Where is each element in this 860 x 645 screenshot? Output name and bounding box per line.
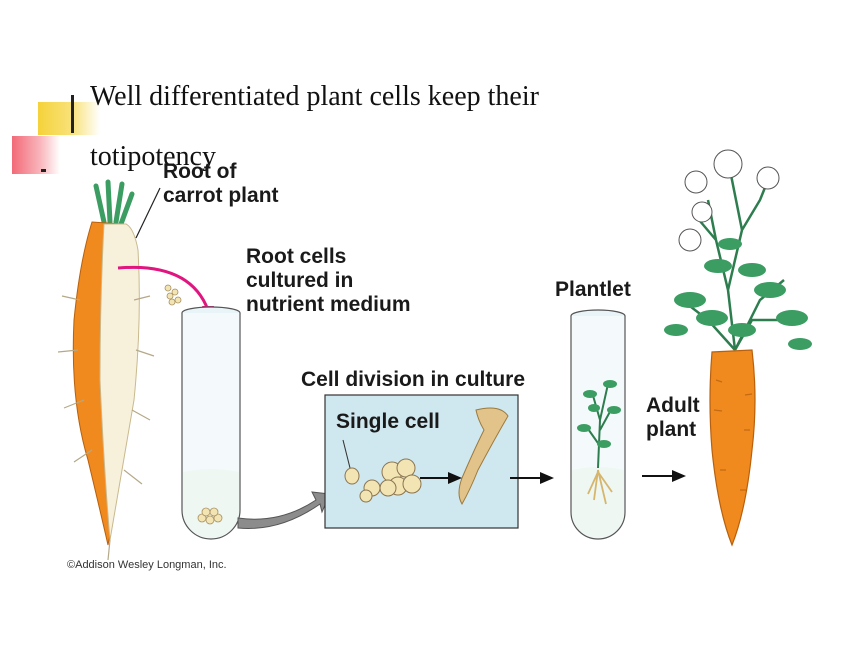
test-tube-plantlet xyxy=(570,309,626,540)
label-adult-line1: Adult xyxy=(646,394,700,417)
bullet-decoration-yellow xyxy=(38,102,100,135)
label-root-line1: Root of xyxy=(163,160,237,183)
label-adult-plant: Adult plant xyxy=(646,394,700,442)
copyright-notice: ©Addison Wesley Longman, Inc. xyxy=(67,559,227,571)
slide-heading-line2: totipotency xyxy=(90,141,216,172)
bullet-bar xyxy=(71,95,74,133)
arrow-to-adult-plant xyxy=(642,470,686,482)
bullet-decoration-red xyxy=(12,136,60,174)
loose-cells xyxy=(164,284,182,306)
label-adult-line2: plant xyxy=(646,418,697,441)
label-root-line2: carrot plant xyxy=(163,184,279,207)
label-cell-division: Cell division in culture xyxy=(301,368,526,391)
slide-heading-line1: Well differentiated plant cells keep the… xyxy=(90,81,539,112)
carrot-root-illustration xyxy=(57,179,161,561)
label-root-cells-cultured: Root cells cultured in nutrient medium xyxy=(246,245,411,317)
label-cultured-line3: nutrient medium xyxy=(246,293,411,316)
label-root-of-carrot-plant: Root of carrot plant xyxy=(163,160,279,208)
label-plantlet: Plantlet xyxy=(555,278,631,301)
process-arrow-grey xyxy=(237,491,331,529)
cell-division-culture-box xyxy=(324,394,554,529)
label-single-cell: Single cell xyxy=(336,410,440,433)
test-tube-nutrient-medium xyxy=(181,306,241,540)
label-cultured-line1: Root cells xyxy=(246,245,347,268)
adult-carrot-plant xyxy=(664,149,812,547)
bullet-dash xyxy=(41,169,46,172)
label-cultured-line2: cultured in xyxy=(246,269,354,292)
